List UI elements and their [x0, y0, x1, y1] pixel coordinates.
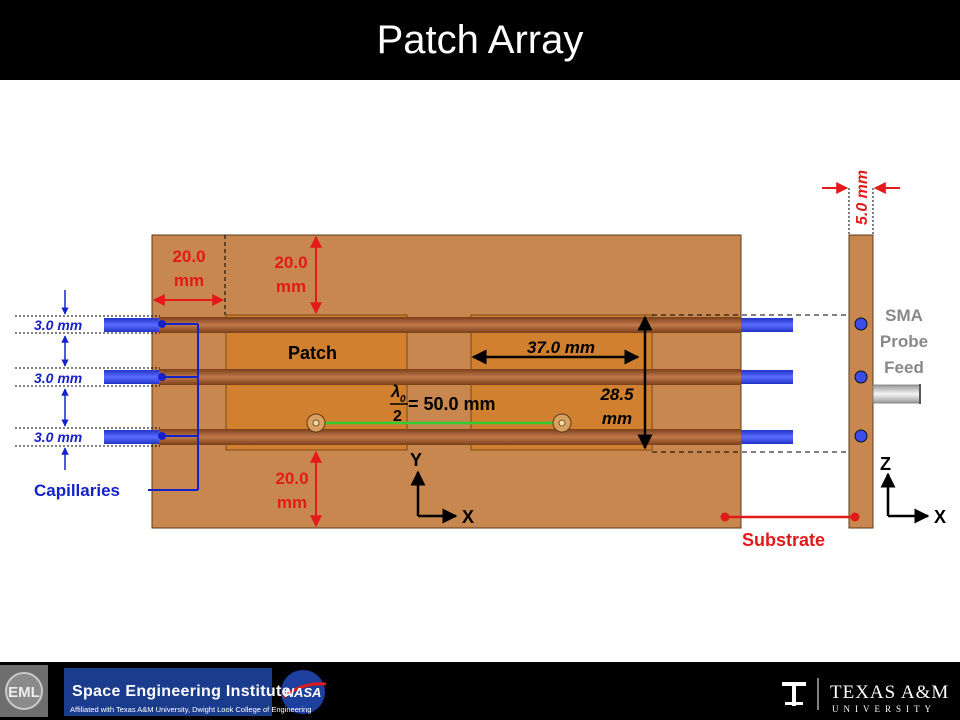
sei-title: Space Engineering Institute	[72, 683, 291, 700]
lambda-subscript: 0	[400, 394, 406, 405]
capillaries-callout	[148, 320, 199, 491]
capillary-fluid-left-2	[104, 370, 159, 384]
sma-label-2: Probe	[880, 332, 928, 351]
patch-width-unit: mm	[602, 409, 632, 428]
tamu-name: TEXAS A&M	[830, 682, 950, 703]
feed-point-right	[552, 413, 572, 433]
spacing-label-2: 3.0 mm	[34, 370, 82, 386]
top-margin-unit: mm	[276, 277, 306, 296]
sma-label-3: Feed	[884, 358, 924, 377]
top-axis-x-label: X	[462, 507, 474, 527]
footer: EML NASA Space Engineering Institute Aff…	[0, 662, 960, 720]
left-margin-value: 20.0	[172, 247, 205, 266]
capillary-tube-2	[159, 369, 741, 385]
top-axis-y-label: Y	[410, 450, 422, 470]
capillary-fluid-left-1	[104, 318, 159, 332]
nasa-logo-text: NASA	[285, 685, 322, 700]
footer-logos: EML NASA	[0, 665, 819, 717]
bottom-margin-value: 20.0	[275, 469, 308, 488]
substrate-callout-dot-2	[850, 512, 860, 522]
side-capillary-3	[854, 429, 868, 443]
tamu-sub: UNIVERSITY	[832, 704, 936, 714]
capillaries-label: Capillaries	[34, 481, 120, 500]
capillary-fluid-left-3	[104, 430, 159, 444]
capillary-tube-3	[159, 429, 741, 445]
left-margin-unit: mm	[174, 271, 204, 290]
side-view-axes	[880, 472, 930, 524]
feed-point-left	[306, 413, 326, 433]
sei-banner	[64, 668, 272, 716]
capillary-spacing-dimensions	[15, 290, 160, 470]
sei-subtitle: Affiliated with Texas A&M University, Dw…	[70, 705, 312, 714]
patch-array-diagram: Capillaries 20.0 mm 20.0 mm 20.0 mm 3.0 …	[15, 170, 946, 550]
capillary-fluid-right-3	[741, 430, 793, 444]
lambda-symbol: λ	[390, 382, 400, 401]
side-axis-x-label: X	[934, 507, 946, 527]
thickness-label: 5.0 mm	[854, 170, 871, 225]
spacing-label-3: 3.0 mm	[34, 429, 82, 445]
sma-label-1: SMA	[885, 306, 923, 325]
capillary-fluid-right-2	[741, 370, 793, 384]
spacing-label-1: 3.0 mm	[34, 317, 82, 333]
side-capillary-1	[854, 317, 868, 331]
substrate-callout-dot-1	[720, 512, 730, 522]
patch-label: Patch	[288, 343, 337, 363]
side-capillary-2	[854, 370, 868, 384]
patch-width-value: 28.5	[599, 385, 634, 404]
top-view-axes	[410, 470, 458, 524]
sma-connector	[872, 384, 921, 404]
substrate-label: Substrate	[742, 530, 825, 550]
page-title: Patch Array	[376, 18, 584, 62]
lambda-denominator: 2	[393, 408, 402, 425]
patch-length-label: 37.0 mm	[527, 338, 595, 357]
capillary-fluid-right-1	[741, 318, 793, 332]
nasa-logo	[281, 670, 325, 714]
atm-logo-icon	[782, 682, 806, 706]
eml-logo-text: EML	[8, 684, 40, 701]
capillary-tube-1	[159, 317, 741, 333]
bottom-margin-unit: mm	[277, 493, 307, 512]
lambda-value: = 50.0 mm	[408, 394, 496, 414]
top-margin-value: 20.0	[274, 253, 307, 272]
title-bar: Patch Array	[0, 0, 960, 80]
side-axis-z-label: Z	[880, 454, 891, 474]
